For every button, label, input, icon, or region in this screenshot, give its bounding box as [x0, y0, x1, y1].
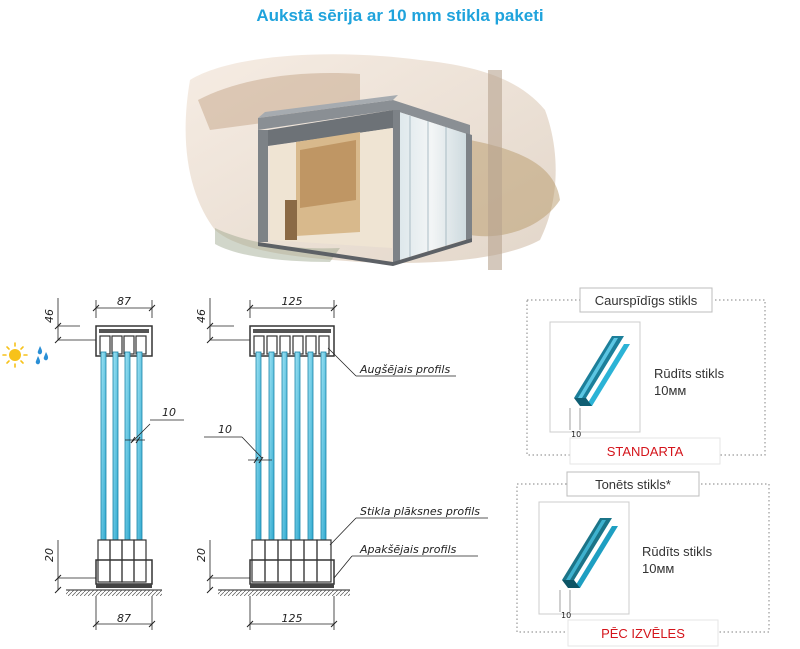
top-profile-chambers [99, 335, 147, 355]
dim-glass-thickness: 10 [162, 406, 176, 419]
dim-top-height: 46 [195, 309, 208, 323]
bottom-profile [97, 539, 147, 583]
rain-drops-icon [35, 346, 49, 365]
pavilion-illustration [185, 54, 560, 270]
bottom-profile [251, 539, 332, 583]
leader-top-profile: Augšējais profils [327, 347, 456, 377]
thickness-mark: 10 [561, 611, 571, 620]
card-desc-line1: Rūdīts stikls [654, 366, 725, 381]
dim-bottom-width: 125 [282, 612, 303, 625]
thickness-mark: 10 [571, 430, 581, 439]
label-bottom-profile: Apakšējais profils [359, 543, 457, 556]
dim-top-width: 125 [282, 295, 303, 308]
dim-bottom-width: 87 [117, 612, 131, 625]
leader-bottom-profile: Apakšējais profils [333, 543, 478, 579]
glass-panes [255, 351, 327, 541]
dim-bottom-height: 20 [195, 548, 208, 562]
glass-option-card-tinted: Tonēts stikls* 10 Rūdīts stikls 10мм PĒC… [516, 471, 770, 647]
dim-top-width: 87 [117, 295, 131, 308]
sun-icon [2, 342, 28, 368]
section-drawing-125: 125 46 10 [195, 295, 350, 630]
card-desc-line2: 10мм [654, 383, 686, 398]
dim-bottom-height: 20 [43, 548, 56, 562]
section-drawing-87: 87 46 10 [43, 295, 184, 630]
card-title: Tonēts stikls* [595, 477, 671, 492]
dim-top-height: 46 [43, 309, 56, 323]
glass-option-card-clear: Caurspīdīgs stikls 10 Rūdīts stikls 10мм… [526, 287, 766, 465]
card-desc-line2: 10мм [642, 561, 674, 576]
leader-glass-plate-profile: Stikla plāksnes profils [329, 505, 488, 546]
top-profile-chambers [253, 335, 330, 355]
label-top-profile: Augšējais profils [359, 363, 450, 376]
card-title: Caurspīdīgs stikls [595, 293, 698, 308]
card-tag-optional: PĒC IZVĒLES [601, 626, 685, 641]
card-tag-standard: STANDARTA [607, 444, 684, 459]
page-title: Aukstā sērija ar 10 mm stikla paketi [256, 6, 544, 25]
glass-unit-icon: 10 [559, 518, 618, 620]
label-glass-plate-profile: Stikla plāksnes profils [360, 505, 480, 518]
dim-glass-thickness: 10 [218, 423, 232, 436]
glass-panes [100, 351, 143, 541]
glass-unit-icon: 10 [569, 336, 630, 439]
card-desc-line1: Rūdīts stikls [642, 544, 713, 559]
